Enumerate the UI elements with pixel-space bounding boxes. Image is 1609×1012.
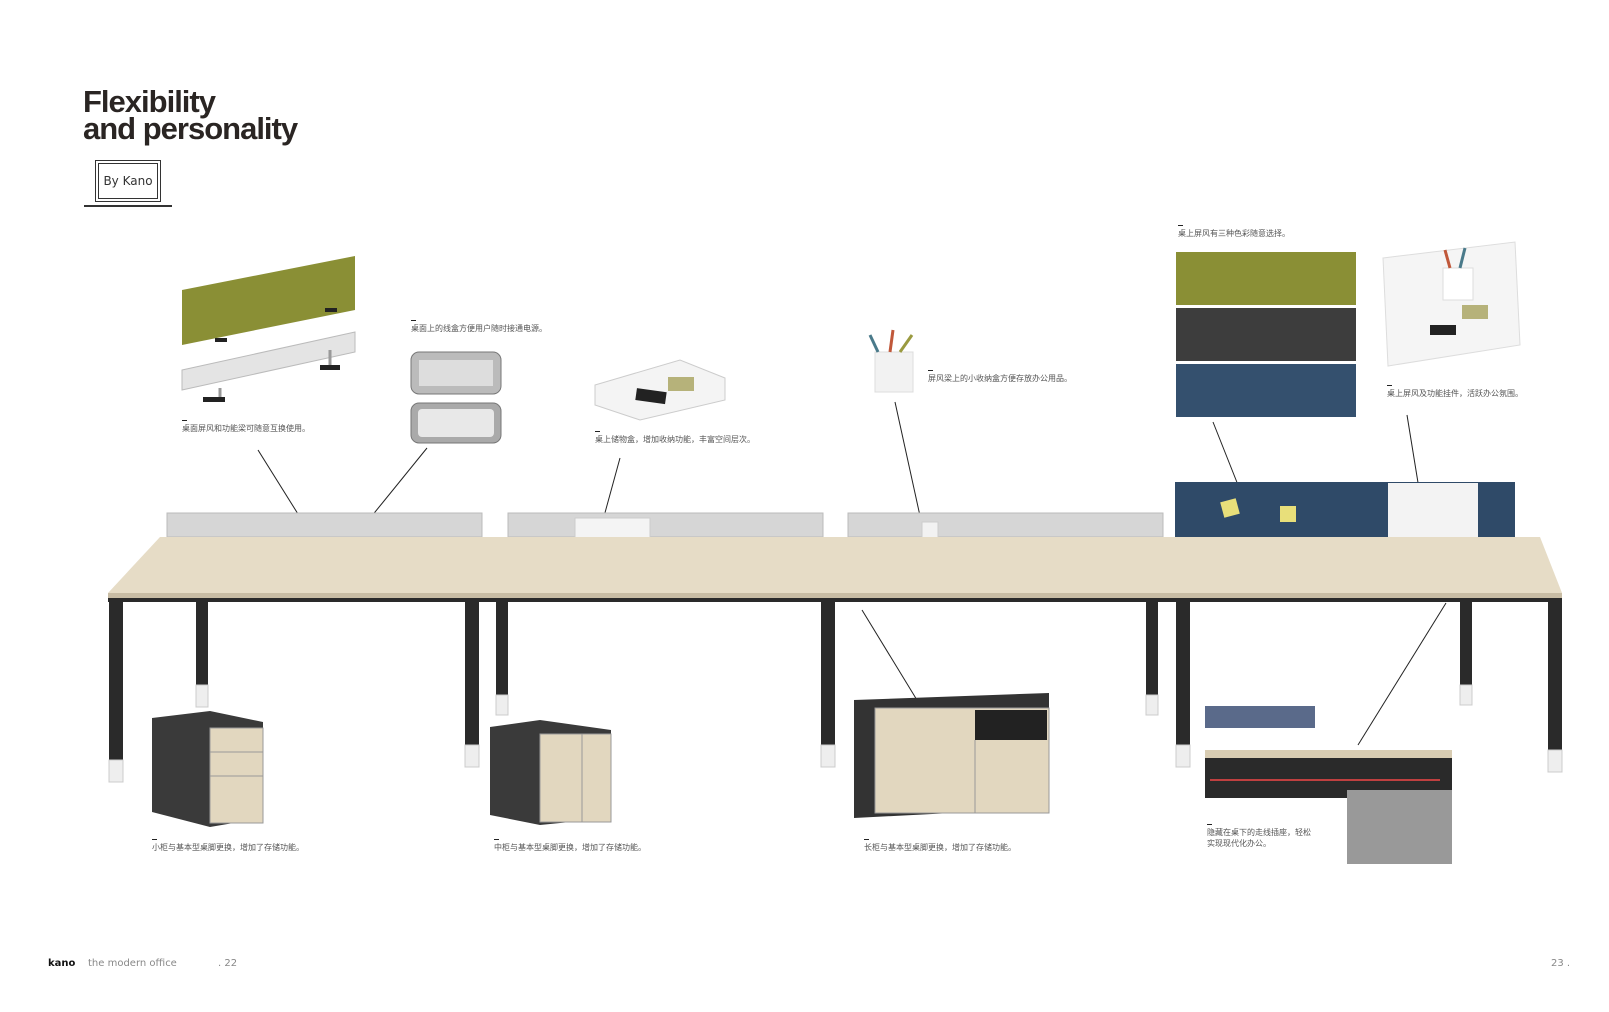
pen-cup-image [868,329,914,393]
mid-pedestal-image [490,720,612,825]
title-line-2: and personality [83,111,298,146]
caption-screen-colors: 桌上屏风有三种色彩随意选择。 [1178,225,1290,239]
small-pedestal-image [152,711,264,827]
caption-pen-box: 屏风梁上的小收纳盒方便存放办公用品。 [928,370,1072,384]
cable-tray-detail-image [1205,706,1452,864]
byline-underline [84,205,172,207]
caption-cable-tray: 隐藏在桌下的走线插座，轻松 实现现代化办公。 [1207,824,1311,849]
desk-tray-image [594,359,726,421]
caption-cable-box: 桌面上的线盒方便用户随时接通电源。 [411,320,547,334]
workstation-desk-image [108,482,1563,783]
byline-box: By Kano [95,160,161,202]
screen-and-rail-image [181,256,356,402]
swatch-green [1176,252,1356,305]
page-title: Flexibility and personality [83,84,298,146]
caption-cable-tray-line-2: 实现现代化办公。 [1207,839,1271,848]
caption-desk-tray: 桌上储物盒，增加收纳功能，丰富空间层次。 [595,431,755,445]
swatch-blue [1176,364,1356,417]
caption-mid-pedestal: 中柜与基本型桌脚更换，增加了存储功能。 [494,839,646,853]
caption-small-pedestal: 小柜与基本型桌脚更换，增加了存储功能。 [152,839,304,853]
title-line-1: Flexibility [83,84,216,119]
caption-long-cabinet: 长柜与基本型桌脚更换，增加了存储功能。 [864,839,1016,853]
footer-brand: kano [48,958,76,969]
screen-accessory-image [1382,241,1521,367]
caption-screen-accessory: 桌上屏风及功能挂件，活跃办公氛围。 [1387,385,1523,399]
footer-tagline: the modern office [88,958,177,969]
caption-cable-tray-line-1: 隐藏在桌下的走线插座，轻松 [1207,828,1311,837]
long-cabinet-image [854,693,1050,818]
caption-screen-rail: 桌面屏风和功能梁可随意互换使用。 [182,420,310,434]
cable-box-image [410,351,502,444]
page-number-left: . 22 [218,958,238,969]
swatch-charcoal [1176,308,1356,361]
page-number-right: 23 . [1551,958,1571,969]
